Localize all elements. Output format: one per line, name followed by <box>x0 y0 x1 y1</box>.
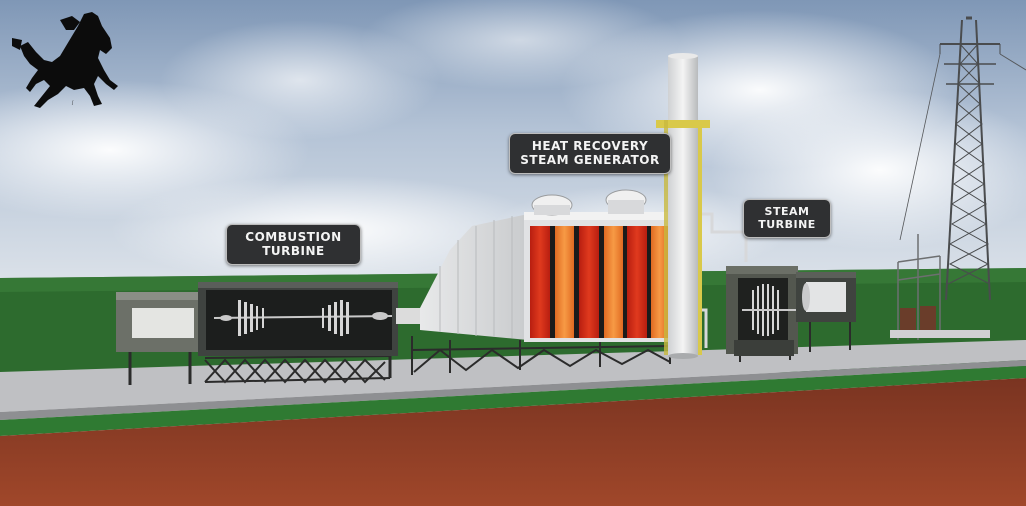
concrete-slab <box>0 340 1026 412</box>
substation <box>890 234 990 340</box>
combustion-turbine-label: COMBUSTION TURBINE <box>226 224 361 265</box>
steam-turbine-label: STEAM TURBINE <box>743 199 831 238</box>
combustion-turbine <box>116 282 422 385</box>
hrsg-label: HEAT RECOVERY STEAM GENERATOR <box>509 133 671 174</box>
soil <box>0 378 1026 506</box>
label-line-1: COMBUSTION <box>245 230 342 244</box>
exhaust-stack <box>656 53 710 359</box>
label-line-2: TURBINE <box>262 244 325 258</box>
transmission-tower <box>939 16 1001 301</box>
label-line-2: STEAM GENERATOR <box>520 153 660 167</box>
label-line-1: HEAT RECOVERY <box>531 139 649 153</box>
label-line-1: STEAM <box>764 205 810 218</box>
logo-caption: ʃ <box>72 100 74 105</box>
rearing-horse-icon <box>12 12 118 108</box>
heat-recovery-steam-generator <box>411 189 748 375</box>
label-line-2: TURBINE <box>758 218 816 231</box>
steam-turbine <box>726 266 856 362</box>
